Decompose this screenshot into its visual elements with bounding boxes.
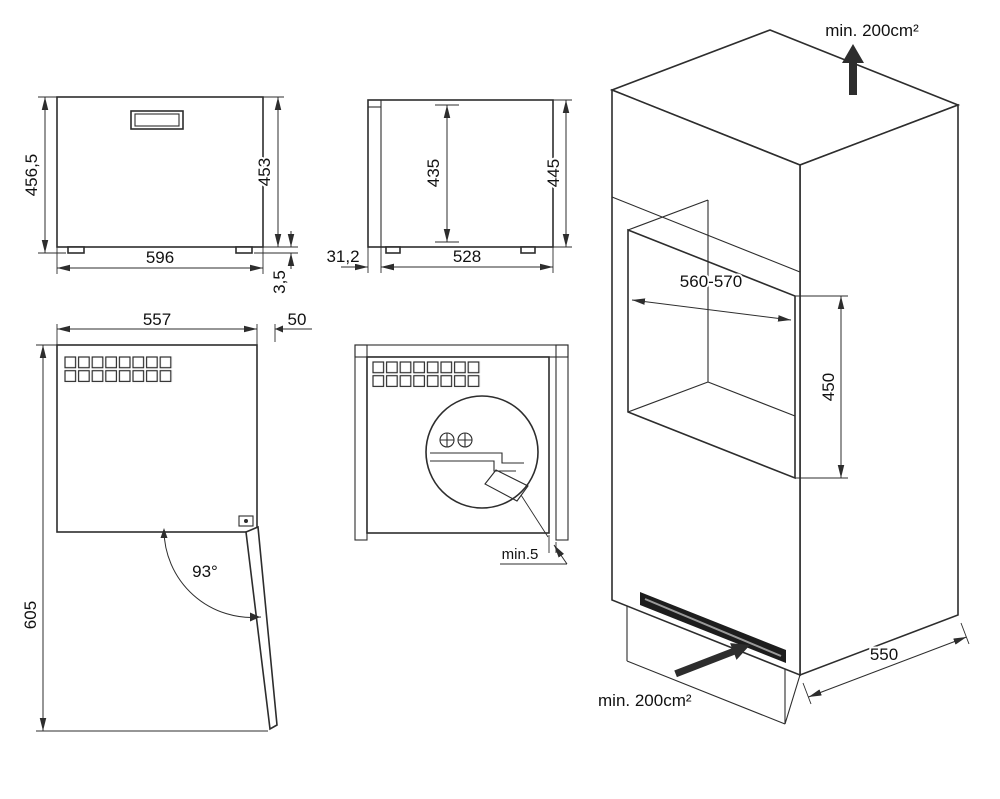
top-airflow-arrow-icon — [842, 44, 864, 95]
dim-side-height: 445 — [544, 159, 563, 187]
ventilation-grille — [372, 361, 481, 389]
hinge — [238, 515, 254, 527]
side-view-outline — [367, 99, 554, 254]
dim-inner-height: 435 — [424, 159, 443, 187]
dim-width: 596 — [146, 248, 174, 267]
plinth — [626, 606, 801, 725]
top-wall-section — [354, 344, 569, 358]
dim-niche-depth: 550 — [870, 645, 898, 664]
rear-foot — [520, 246, 536, 254]
display-panel — [130, 110, 184, 130]
dim-feet-height: 3,5 — [270, 270, 289, 294]
niche-dimension-lines — [631, 295, 970, 705]
front-view-dimension-lines — [41, 97, 295, 272]
dim-depth-door-open: 605 — [21, 601, 40, 629]
side-view-dimension-lines — [341, 100, 570, 271]
dim-niche-height: 450 — [819, 373, 838, 401]
dim-height-with-feet: 456,5 — [22, 154, 41, 197]
clearance-annotation — [500, 535, 568, 565]
dim-door-offset: 50 — [288, 310, 307, 329]
cabinet-isometric-view: min. 200cm² 560-570 450 550 min. 200cm² — [596, 19, 970, 725]
label-top-ventilation: min. 200cm² — [825, 21, 919, 40]
right-wall-section — [555, 344, 569, 541]
label-bottom-ventilation: min. 200cm² — [598, 691, 692, 710]
detail-circle — [425, 395, 539, 509]
side-view-extension-lines — [367, 99, 572, 273]
dim-door-thickness: 31,2 — [326, 247, 359, 266]
niche-detail-view: min.5 — [354, 344, 569, 565]
bottom-airflow-arrow-icon — [674, 643, 750, 678]
dim-door-angle: 93° — [192, 562, 218, 581]
top-view-open-door: 557 50 93° 605 — [19, 308, 312, 732]
top-view-dimension-lines — [39, 325, 312, 731]
wall-cross-section — [484, 469, 529, 502]
door-angle-arc — [160, 528, 262, 622]
right-foot — [235, 246, 253, 254]
ventilation-grille — [64, 356, 173, 384]
left-wall-section — [354, 344, 368, 541]
open-door — [245, 525, 278, 731]
dim-height: 453 — [255, 158, 274, 186]
top-view-outline — [56, 344, 278, 731]
dim-depth: 528 — [453, 247, 481, 266]
front-foot — [385, 246, 401, 254]
front-view-outline — [56, 96, 264, 254]
dim-side-clearance: min.5 — [502, 546, 539, 563]
side-view: 435 445 31,2 528 — [324, 99, 572, 273]
front-view: 456,5 453 596 3,5 — [20, 96, 298, 296]
dim-top-width: 557 — [143, 310, 171, 329]
left-foot — [67, 246, 85, 254]
dim-niche-width: 560-570 — [680, 272, 742, 291]
